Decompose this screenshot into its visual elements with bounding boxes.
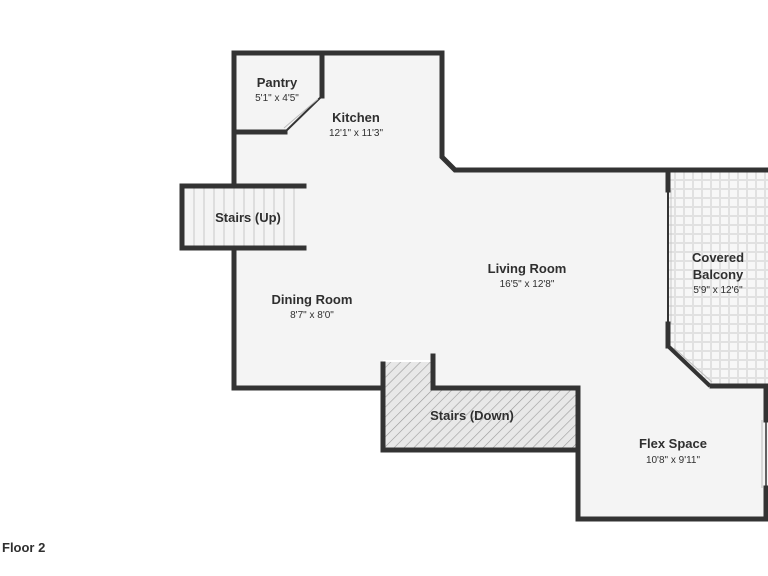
kitchen-dims: 12'1" x 11'3" bbox=[329, 128, 384, 139]
walls bbox=[179, 50, 768, 522]
dining-room-name: Dining Room bbox=[272, 292, 353, 307]
balcony-name-line2: Balcony bbox=[693, 267, 744, 282]
stairs-down-hatch bbox=[383, 362, 578, 450]
balcony-dims: 5'9" x 12'6" bbox=[693, 285, 743, 296]
flex-window bbox=[761, 420, 767, 488]
covered-balcony-floor bbox=[668, 172, 768, 386]
pantry-name: Pantry bbox=[257, 75, 298, 90]
flex-space-name: Flex Space bbox=[639, 436, 707, 451]
balcony-door-left bbox=[667, 190, 672, 324]
kitchen-name: Kitchen bbox=[332, 110, 380, 125]
stairs-down-name: Stairs (Down) bbox=[430, 408, 514, 423]
balcony-door-diagonal bbox=[666, 344, 713, 388]
living-room-dims: 16'5" x 12'8" bbox=[500, 279, 555, 290]
flex-space-dims: 10'8" x 9'11" bbox=[646, 455, 701, 466]
living-room-name: Living Room bbox=[488, 261, 567, 276]
balcony-name-line1: Covered bbox=[692, 250, 744, 265]
stairs-up-name: Stairs (Up) bbox=[215, 210, 281, 225]
dining-room-dims: 8'7" x 8'0" bbox=[290, 310, 334, 321]
pantry-dims: 5'1" x 4'5" bbox=[255, 93, 299, 104]
floor-label: Floor 2 bbox=[2, 540, 46, 555]
main-floor-area bbox=[234, 53, 768, 519]
stair-treads bbox=[193, 188, 295, 246]
pantry-door bbox=[283, 95, 323, 133]
